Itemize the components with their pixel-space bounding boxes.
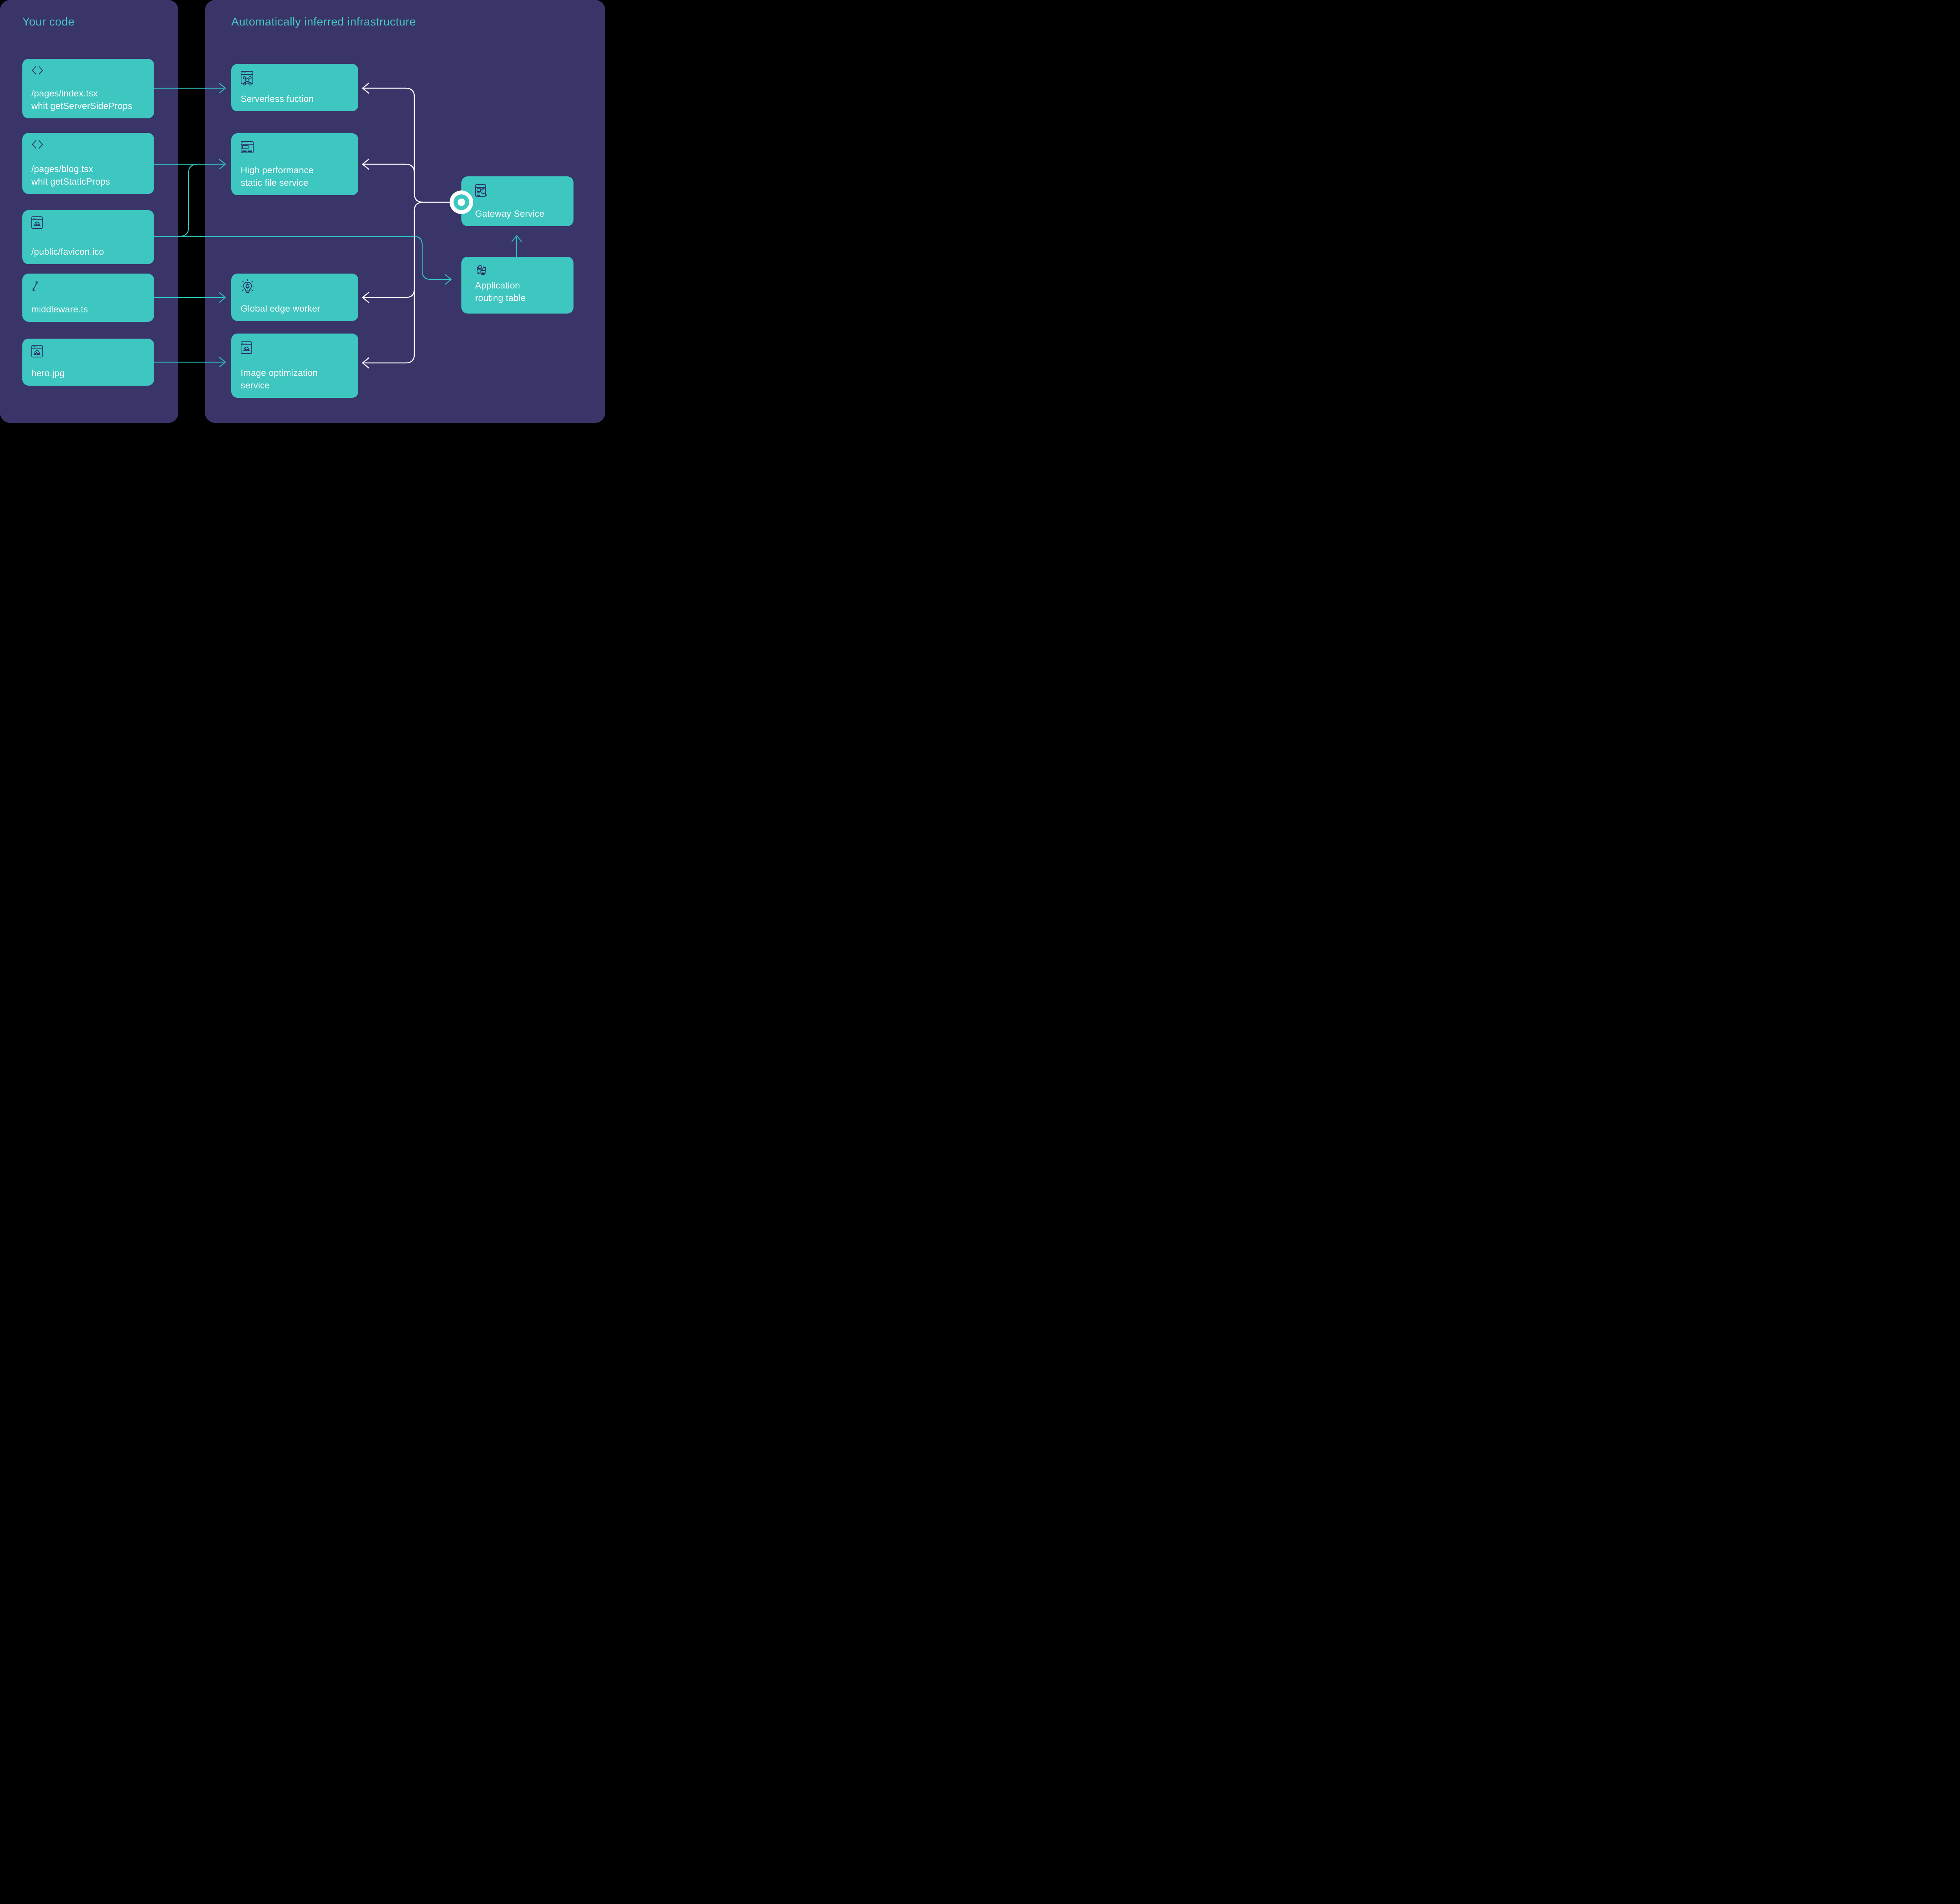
node-line: High performance (241, 165, 314, 175)
node-serverless-function: Serverless fuction (231, 64, 358, 111)
node-line: /pages/index.tsx (31, 88, 98, 98)
node-label: Global edge worker (241, 302, 354, 315)
browser-document-icon (241, 141, 254, 153)
node-label: High performance static file service (241, 164, 354, 189)
node-line: middleware.ts (31, 304, 88, 314)
node-label: middleware.ts (31, 303, 150, 316)
node-pages-index: /pages/index.tsx whit getServerSideProps (22, 59, 154, 118)
node-line: whit getServerSideProps (31, 101, 132, 111)
browser-image-icon (241, 341, 252, 354)
node-image-optimization: Image optimization service (231, 334, 358, 398)
browser-image-icon (31, 216, 43, 229)
browser-network-icon (241, 71, 255, 85)
code-icon (31, 66, 44, 75)
node-label: hero.jpg (31, 367, 150, 379)
node-line: /public/favicon.ico (31, 247, 104, 257)
node-line: Application (475, 280, 520, 290)
line-favicon-branch-up (178, 163, 199, 237)
node-line: routing table (475, 293, 526, 303)
node-line: Global edge worker (241, 303, 321, 314)
code-icon (31, 140, 44, 149)
lightbulb-icon (241, 279, 254, 295)
node-line: hero.jpg (31, 368, 65, 378)
node-line: service (241, 380, 270, 390)
node-label: Serverless fuction (241, 92, 354, 105)
browser-image-icon (31, 345, 43, 357)
right-panel-title: Automatically inferred infrastructure (231, 16, 416, 28)
node-label: Application routing table (475, 279, 570, 304)
node-line: Serverless fuction (241, 94, 314, 104)
node-label: Image optimization service (241, 366, 354, 392)
node-label: /pages/index.tsx whit getServerSideProps (31, 87, 150, 112)
node-label: Gateway Service (475, 207, 570, 220)
node-pages-blog: /pages/blog.tsx whit getStaticProps (22, 133, 154, 194)
node-middleware: middleware.ts (22, 274, 154, 322)
node-static-file-service: High performance static file service (231, 133, 358, 195)
node-public-favicon: /public/favicon.ico (22, 210, 154, 264)
node-line: whit getStaticProps (31, 176, 110, 187)
user-device-sync-icon (475, 265, 488, 277)
left-panel-title: Your code (22, 16, 75, 28)
diagram-canvas: Your code Automatically inferred infrast… (0, 0, 605, 423)
node-line: Image optimization (241, 368, 318, 378)
node-line: static file service (241, 178, 309, 188)
node-line: /pages/blog.tsx (31, 164, 93, 174)
node-gateway-service: Gateway Service (461, 176, 573, 226)
node-label: /pages/blog.tsx whit getStaticProps (31, 163, 150, 188)
node-line: Gateway Service (475, 209, 544, 219)
node-label: /public/favicon.ico (31, 245, 150, 258)
transfer-arrows-icon (31, 280, 39, 292)
browser-search-icon (475, 184, 488, 197)
node-hero-jpg: hero.jpg (22, 339, 154, 386)
node-global-edge-worker: Global edge worker (231, 274, 358, 321)
node-application-routing-table: Application routing table (461, 257, 573, 314)
